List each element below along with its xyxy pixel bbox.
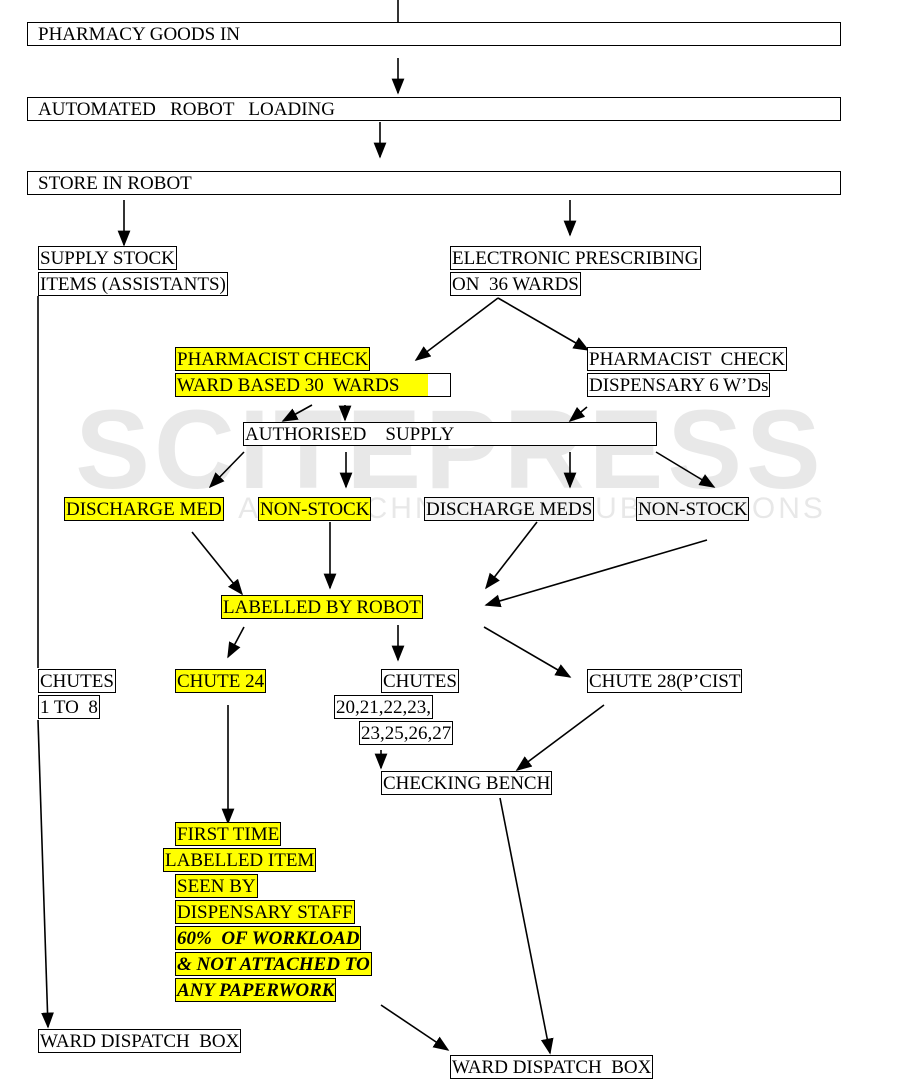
- node-robot-loading: AUTOMATED ROBOT LOADING: [27, 97, 841, 121]
- node-supply-stock: ITEMS (ASSISTANTS): [38, 272, 228, 296]
- arrow: [37, 719, 54, 1029]
- node-first-time-note: LABELLED ITEM: [163, 848, 317, 872]
- node-chutes-20-27: 20,21,22,23,: [334, 695, 433, 719]
- arrow: [414, 297, 499, 361]
- node-checking-bench: CHECKING BENCH: [381, 771, 553, 795]
- arrow: [484, 539, 708, 608]
- arrow: [483, 626, 572, 678]
- node-store-in-robot: STORE IN ROBOT: [27, 171, 841, 195]
- arrow: [208, 451, 245, 489]
- node-first-time-note: FIRST TIME: [175, 822, 282, 846]
- node-first-time-note: & NOT ATTACHED TO: [175, 952, 372, 976]
- node-chute-28: CHUTE 28(P’CIST: [587, 669, 743, 693]
- node-goods-in: PHARMACY GOODS IN: [27, 22, 841, 46]
- watermark-logo: SCITEPRESS: [75, 387, 825, 512]
- arrow: [227, 626, 245, 659]
- arrow: [497, 297, 590, 351]
- node-eprescribing: ON 36 WARDS: [450, 272, 581, 296]
- node-ward-dispatch-box: WARD DISPATCH BOX: [450, 1055, 654, 1079]
- node-supply-stock: SUPPLY STOCK: [38, 246, 177, 270]
- arrow: [281, 404, 313, 422]
- node-first-time-note: ANY PAPERWORK: [175, 978, 337, 1002]
- node-chutes-20-27: 23,25,26,27: [359, 721, 454, 745]
- node-pharmacist-check-dispensary: PHARMACIST CHECK: [587, 347, 788, 371]
- node-discharge-med: DISCHARGE MED: [64, 497, 224, 521]
- node-pharmacist-check-dispensary: DISPENSARY 6 W’Ds: [587, 373, 771, 397]
- arrow: [380, 1004, 450, 1051]
- arrow: [568, 406, 588, 423]
- node-first-time-note: SEEN BY: [175, 874, 258, 898]
- arrow: [655, 451, 716, 488]
- node-chute-24: CHUTE 24: [175, 669, 267, 693]
- node-chutes-20-27: CHUTES: [381, 669, 459, 693]
- node-pharmacist-check-ward: WARD BASED 30 WARDS: [175, 373, 451, 397]
- arrow: [485, 521, 538, 590]
- node-non-stock-ward: NON-STOCK: [258, 497, 372, 521]
- arrow: [515, 704, 605, 771]
- node-labelled-by-robot: LABELLED BY ROBOT: [221, 595, 423, 619]
- node-eprescribing: ELECTRONIC PRESCRIBING: [450, 246, 701, 270]
- node-first-time-note: 60% OF WORKLOAD: [175, 926, 362, 950]
- arrow: [191, 531, 244, 596]
- node-discharge-meds: DISCHARGE MEDS: [424, 497, 595, 521]
- node-first-time-note: DISPENSARY STAFF: [175, 900, 355, 924]
- node-pharmacist-check-ward: PHARMACIST CHECK: [175, 347, 371, 371]
- node-non-stock-dispensary: NON-STOCK: [636, 497, 750, 521]
- arrow: [499, 797, 554, 1055]
- node-chutes-1-8: CHUTES: [38, 669, 116, 693]
- node-ward-dispatch-box: WARD DISPATCH BOX: [38, 1029, 242, 1053]
- node-chutes-1-8: 1 TO 8: [38, 695, 100, 719]
- node-authorised-supply: AUTHORISED SUPPLY: [243, 422, 657, 446]
